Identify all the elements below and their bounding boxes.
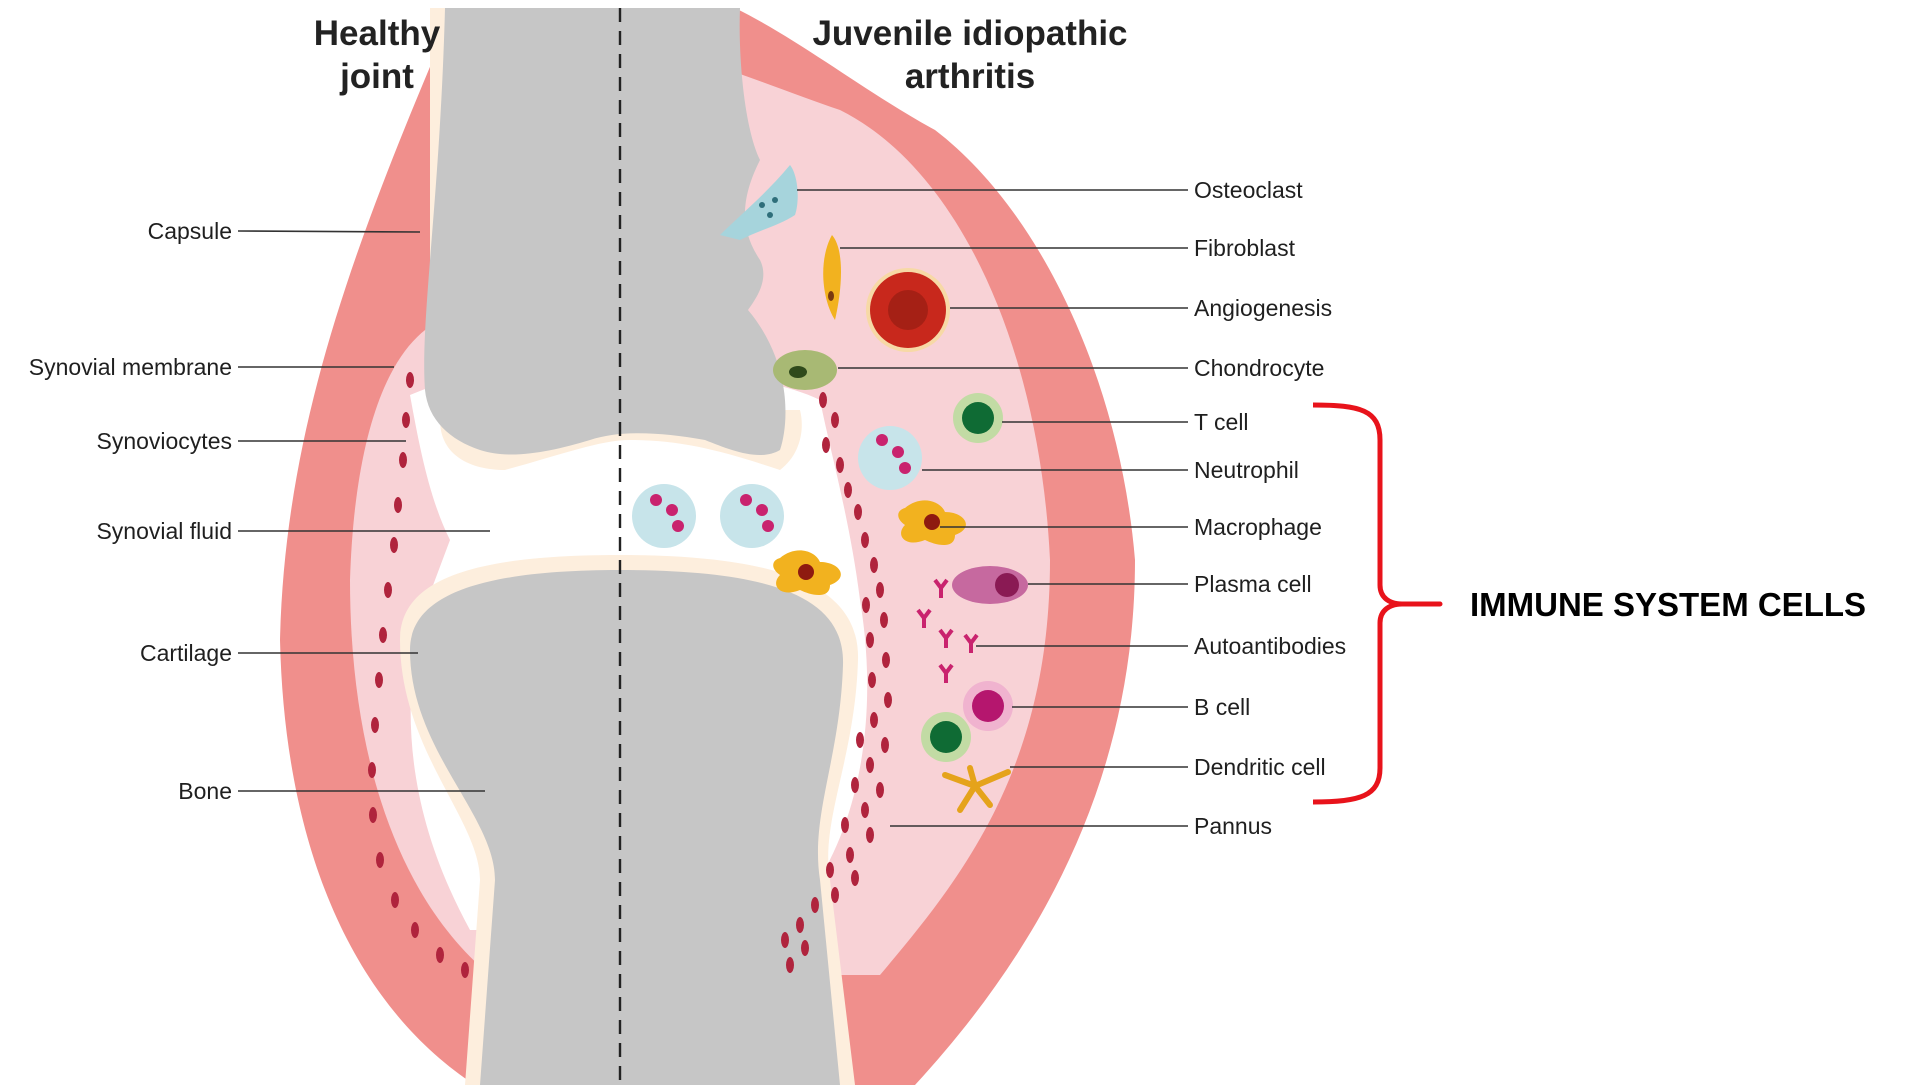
label-bone: Bone — [178, 778, 232, 804]
neutrophil-cell — [858, 426, 922, 490]
label-cartilage: Cartilage — [140, 640, 232, 666]
label-synovial-fluid: Synovial fluid — [96, 518, 232, 544]
label-angiogenesis: Angiogenesis — [1194, 295, 1332, 321]
label-t-cell: T cell — [1194, 409, 1249, 435]
label-autoantibodies: Autoantibodies — [1194, 633, 1346, 659]
label-plasma-cell: Plasma cell — [1194, 571, 1312, 597]
label-pannus: Pannus — [1194, 813, 1272, 839]
label-osteoclast: Osteoclast — [1194, 177, 1303, 203]
label-b-cell: B cell — [1194, 694, 1250, 720]
b-cell — [963, 681, 1013, 731]
label-synoviocytes: Synoviocytes — [96, 428, 232, 454]
healthy-title-line2: joint — [339, 57, 414, 96]
label-macrophage: Macrophage — [1194, 514, 1322, 540]
immune-system-cells-label: IMMUNE SYSTEM CELLS — [1470, 586, 1866, 623]
t-cell-2 — [921, 712, 971, 762]
angiogenesis-vessel — [866, 268, 950, 352]
label-fibroblast: Fibroblast — [1194, 235, 1296, 261]
jia-title-line2: arthritis — [905, 57, 1035, 96]
neutrophil-cell-3 — [720, 484, 784, 548]
label-neutrophil: Neutrophil — [1194, 457, 1299, 483]
label-dendritic-cell: Dendritic cell — [1194, 754, 1326, 780]
label-synovial-membrane: Synovial membrane — [29, 354, 232, 380]
neutrophil-cell-2 — [632, 484, 696, 548]
jia-title-line1: Juvenile idiopathic — [812, 14, 1127, 53]
healthy-title-line1: Healthy — [314, 14, 441, 53]
label-capsule: Capsule — [148, 218, 232, 244]
plasma-cell — [952, 566, 1028, 604]
label-chondrocyte: Chondrocyte — [1194, 355, 1324, 381]
chondrocyte-cell — [773, 350, 837, 390]
t-cell — [953, 393, 1003, 443]
immune-cells-bracket — [1313, 405, 1440, 802]
